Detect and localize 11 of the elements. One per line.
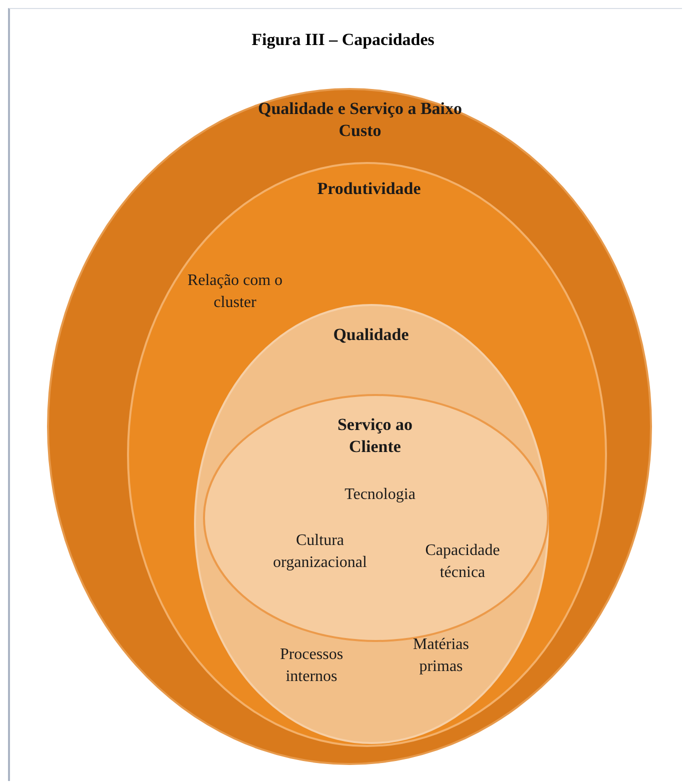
capability-label: Tecnologia — [344, 485, 416, 505]
region-heading: Serviço ao Cliente — [336, 414, 414, 458]
capability-label: Relação com o cluster — [186, 271, 284, 313]
region-heading: Qualidade — [332, 324, 410, 346]
capability-label: Matérias primas — [412, 635, 470, 677]
region-heading: Qualidade e Serviço a Baixo Custo — [257, 98, 463, 142]
region-heading: Produtividade — [316, 178, 422, 200]
capability-label: Cultura organizacional — [272, 531, 368, 573]
capability-label: Capacidade técnica — [424, 541, 501, 583]
figure-title: Figura III – Capacidades — [250, 30, 436, 50]
capability-label: Processos internos — [278, 645, 344, 687]
